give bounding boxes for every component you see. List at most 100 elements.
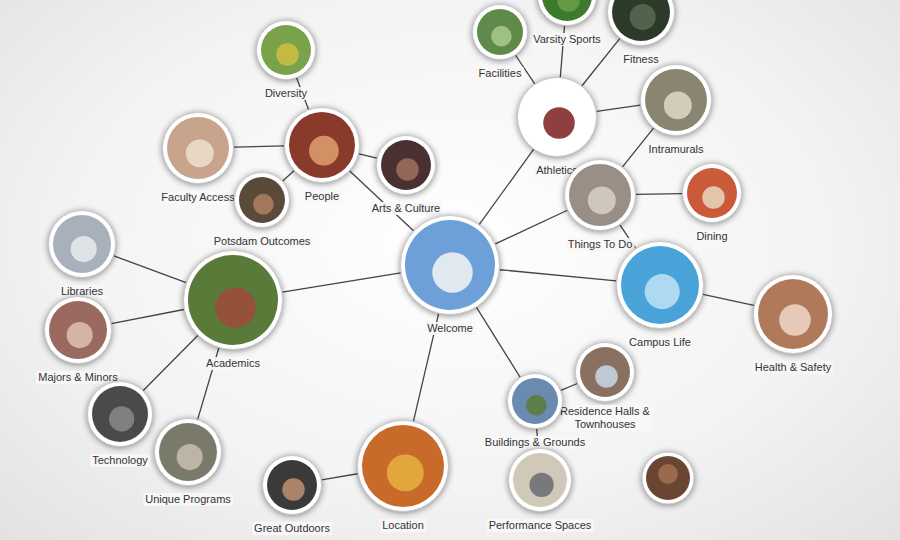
- node-label: Things To Do: [566, 238, 635, 251]
- photo-circle: [400, 215, 500, 315]
- photo-node: Location: [357, 420, 449, 512]
- label-group: People: [303, 186, 341, 204]
- photo-node: Libraries: [48, 210, 116, 278]
- photo-fill: [580, 347, 630, 397]
- photo-circle: [183, 250, 283, 350]
- connector-line: [703, 294, 754, 305]
- photo-fill: [646, 456, 690, 500]
- label-group: Location: [380, 515, 426, 533]
- photo-node: Welcome: [400, 215, 500, 315]
- photo-circle: [616, 241, 704, 329]
- photo-detail: [529, 473, 553, 497]
- photo-detail: [282, 478, 305, 501]
- photo-node: People: [284, 107, 360, 183]
- connector-line: [359, 154, 377, 158]
- photo-circle: [640, 64, 712, 136]
- photo-circle: [154, 418, 222, 486]
- photo-fill: [687, 168, 737, 218]
- node-label: Facilities: [477, 67, 524, 80]
- node-label: Unique Programs: [143, 493, 233, 506]
- node-label: Arts & Culture: [370, 202, 442, 215]
- label-group: Campus Life: [627, 332, 693, 350]
- photo-detail: [526, 395, 547, 416]
- node-label: Varsity Sports: [531, 33, 603, 46]
- label-group: Great Outdoors: [252, 518, 332, 536]
- photo-circle: [753, 274, 833, 354]
- photo-fill: [49, 301, 107, 359]
- label-group: Things To Do: [566, 234, 635, 252]
- photo-node: Dining: [682, 163, 742, 223]
- photo-fill: [612, 0, 670, 41]
- photo-frame: [608, 0, 675, 46]
- photo-detail: [432, 252, 473, 293]
- photo-frame: [518, 78, 597, 157]
- photo-node: Things To Do: [564, 159, 636, 231]
- photo-detail: [543, 107, 575, 139]
- photo-frame: [473, 5, 528, 60]
- photo-fill: [621, 246, 699, 324]
- connector-line: [500, 270, 616, 281]
- connector-line: [479, 149, 533, 224]
- photo-fill: [758, 279, 828, 349]
- connector-line: [143, 336, 198, 391]
- photo-node: Facilities: [472, 4, 528, 60]
- label-group: Fitness: [621, 49, 660, 67]
- photo-fill: [381, 140, 431, 190]
- photo-frame: [163, 113, 234, 184]
- photo-detail: [491, 26, 512, 47]
- photo-detail: [645, 274, 680, 309]
- photo-circle: [256, 20, 316, 80]
- label-group: Technology: [90, 450, 150, 468]
- photo-detail: [309, 136, 339, 166]
- node-label: Intramurals: [646, 143, 705, 156]
- photo-frame: [617, 242, 704, 329]
- photo-detail: [664, 91, 692, 119]
- label-group: Faculty Access: [159, 187, 236, 205]
- label-group: Buildings & Grounds: [483, 432, 587, 450]
- photo-fill: [522, 82, 592, 152]
- photo-frame: [641, 65, 712, 136]
- node-label: Fitness: [621, 53, 660, 66]
- photo-detail: [557, 0, 580, 12]
- photo-detail: [177, 444, 203, 470]
- node-label: Residence Halls & Townhouses: [557, 405, 653, 431]
- photo-fill: [569, 164, 631, 226]
- photo-circle: [517, 77, 597, 157]
- photo-circle: [48, 210, 116, 278]
- label-group: Facilities: [477, 63, 524, 81]
- photo-fill: [261, 25, 311, 75]
- node-label: Great Outdoors: [252, 522, 332, 535]
- photo-circle: [376, 135, 436, 195]
- photo-fill: [188, 255, 278, 345]
- connector-line: [282, 273, 400, 292]
- photo-node: Intramurals: [640, 64, 712, 136]
- photo-frame: [184, 251, 283, 350]
- photo-frame: [49, 211, 116, 278]
- photo-frame: [285, 108, 360, 183]
- photo-fill: [53, 215, 111, 273]
- label-group: Majors & Minors: [36, 367, 119, 385]
- photo-node: Technology: [87, 381, 153, 447]
- photo-frame: [45, 297, 112, 364]
- node-label: Campus Life: [627, 336, 693, 349]
- photo-node: Campus Life: [616, 241, 704, 329]
- photo-detail: [276, 43, 299, 66]
- photo-fill: [645, 69, 707, 131]
- photo-detail: [595, 365, 618, 388]
- photo-node: Buildings & Grounds: [507, 373, 563, 429]
- photo-node: Academics: [183, 250, 283, 350]
- photo-node: Potsdam Outcomes: [234, 172, 290, 228]
- photo-detail: [630, 4, 656, 30]
- photo-frame: [509, 449, 572, 512]
- photo-detail: [215, 287, 256, 328]
- photo-circle: [508, 448, 572, 512]
- photo-frame: [263, 456, 322, 515]
- photo-face: [658, 464, 678, 484]
- connector-line: [495, 210, 567, 244]
- node-label: Diversity: [263, 87, 309, 100]
- photo-circle: [682, 163, 742, 223]
- photo-circle: [44, 296, 112, 364]
- label-group: Welcome: [425, 318, 475, 336]
- photo-detail: [702, 186, 725, 209]
- photo-circle: [234, 172, 290, 228]
